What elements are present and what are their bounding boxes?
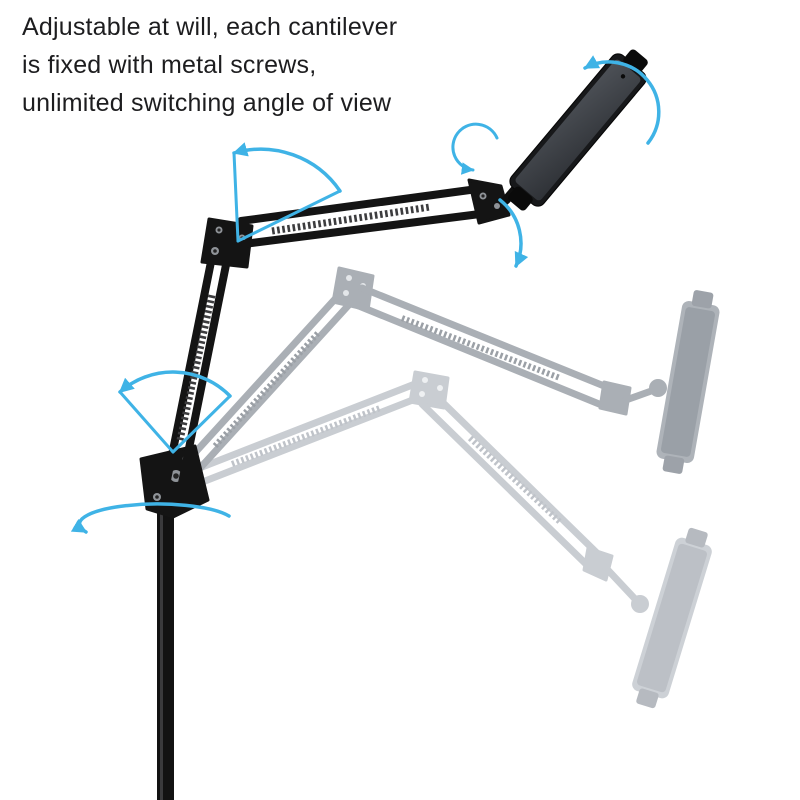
holder-swivel-arrow: [498, 198, 529, 268]
ghost1-phone-holder: [656, 290, 720, 474]
lower-arm-bar: [177, 246, 233, 492]
screw-icon: [481, 194, 485, 198]
ghost2-upper-arm-bar: [418, 400, 592, 570]
ghost1-clamp-arm: [662, 455, 685, 474]
holder-rotate-arrow: [451, 122, 499, 175]
ghost2-lower-arm-bar: [170, 378, 424, 482]
ghost1-spring: [400, 315, 562, 381]
upper-arm-bar: [232, 210, 484, 249]
screw-icon: [155, 495, 159, 499]
phone-screen: [515, 59, 641, 201]
ghost2-clamp-arm: [685, 527, 708, 548]
clamp-arm: [623, 49, 648, 74]
ghost2-phone-screen: [637, 543, 707, 693]
ghost1-upper-arm-bar: [350, 300, 608, 410]
elbow-rotate-arrow: [236, 189, 342, 243]
shoulder-rotate-arrow: [118, 390, 175, 454]
shoulder-rotate-arrow: [118, 370, 232, 398]
ghost2-ball-joint: [631, 595, 649, 613]
shoulder-rotate-arrow: [171, 394, 232, 454]
elbow-plate: [200, 217, 254, 269]
screw-icon: [437, 385, 443, 391]
ghost2-lower-arm-bar: [178, 390, 432, 494]
ghost2-ball-link: [602, 564, 640, 604]
elbow-rotate-arrow: [232, 142, 342, 193]
phone-holder: [508, 49, 648, 211]
ghost2-spring: [467, 435, 563, 525]
rotation-arrows: [70, 55, 661, 534]
screw-icon: [494, 203, 500, 209]
stand-pole: [157, 506, 174, 800]
screw-icon: [422, 377, 428, 383]
lower-arm-spring: [176, 294, 216, 441]
ghost2-clamp-arm: [636, 688, 659, 709]
screw-icon: [419, 391, 425, 397]
ghost2-phone-holder: [632, 527, 712, 709]
ghost1-upper-arm-bar: [358, 284, 618, 394]
main-stand: [139, 49, 648, 800]
upper-arm-spring: [271, 203, 431, 235]
ghost2-upper-arm-bar: [428, 388, 604, 560]
ghost1-lower-arm-bar: [177, 293, 360, 493]
screw-icon: [217, 228, 221, 232]
screw-icon: [346, 275, 352, 281]
caption-line-3: unlimited switching angle of view: [22, 89, 392, 117]
pole-highlight: [160, 506, 163, 800]
caption-text: Adjustable at will, each cantilever is f…: [22, 8, 397, 122]
wrist-plate: [467, 178, 511, 225]
caption-line-1: Adjustable at will, each cantilever: [22, 13, 398, 41]
phone-camera-dot: [620, 74, 626, 79]
ghost2-spring: [230, 405, 382, 467]
base-swivel-arrow: [70, 502, 231, 534]
caption-line-2: is fixed with metal screws,: [22, 51, 317, 79]
ghost1-wrist-plate: [598, 380, 632, 416]
screw-icon: [343, 290, 349, 296]
ghost1-ball-joint: [649, 379, 667, 397]
lower-arm-bar: [162, 243, 218, 489]
ghost-position-2: [170, 370, 712, 709]
ghost1-clamp-arm: [691, 290, 714, 309]
ghost1-phone-screen: [661, 307, 715, 457]
ghost1-ball-link: [622, 386, 658, 404]
elbow-rotate-arrow: [232, 151, 240, 243]
ghost2-wrist-plate: [582, 546, 614, 582]
ghost1-lower-arm-bar: [167, 283, 350, 483]
ghost-position-1: [167, 266, 720, 493]
clamp-arm: [508, 186, 533, 211]
shoulder-bolt: [173, 473, 179, 479]
ghost1-spring: [212, 330, 321, 449]
upper-arm-bar: [237, 183, 496, 225]
screw-icon: [213, 249, 217, 253]
holder-tilt-arrow: [583, 55, 661, 145]
